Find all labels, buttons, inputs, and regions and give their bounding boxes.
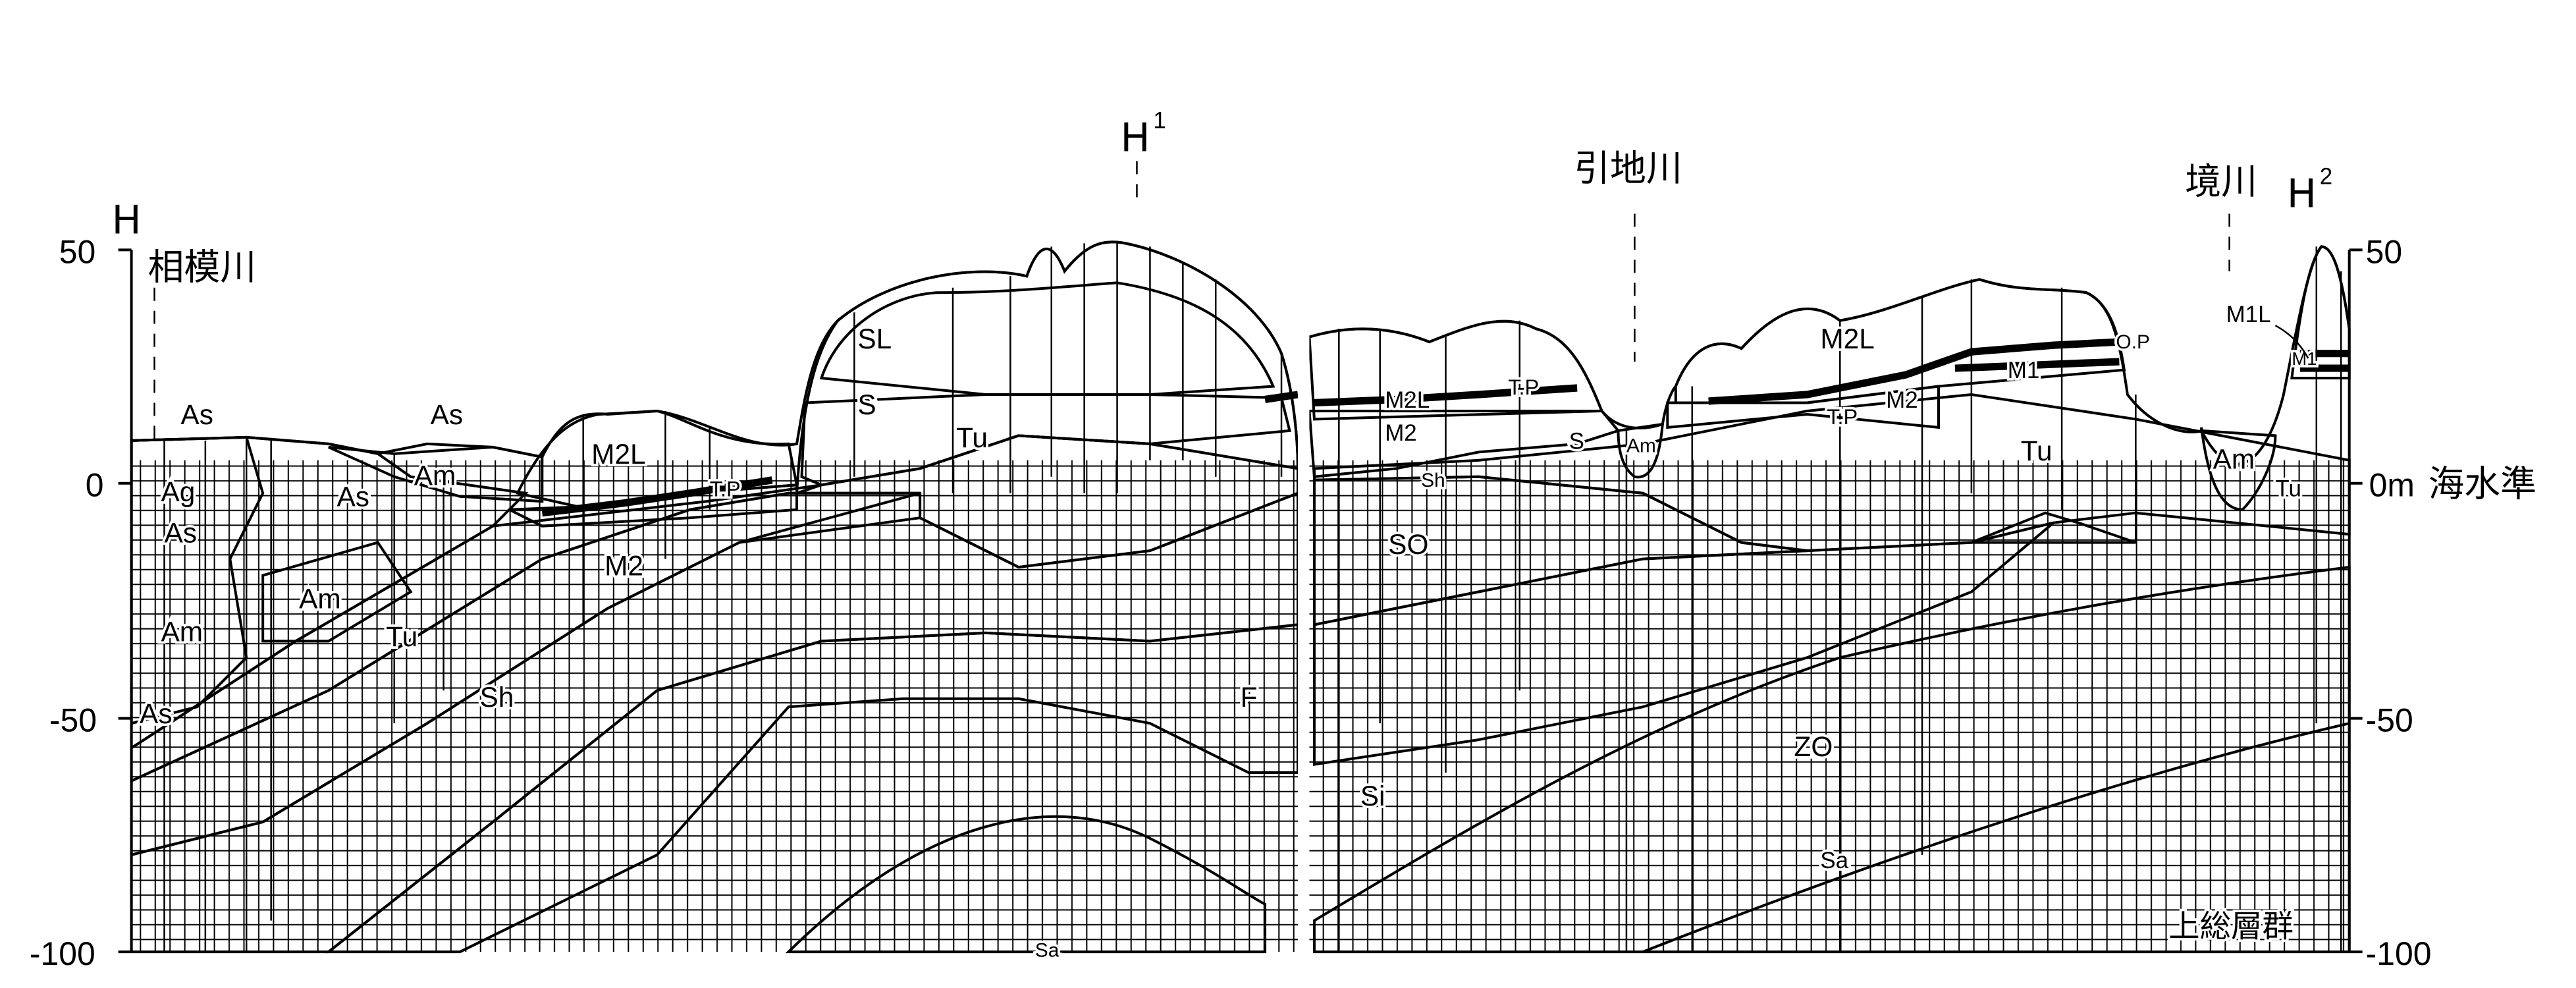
- layer-am-left2: [261, 541, 413, 643]
- layer-m2-gravel-right-2: [1666, 385, 1940, 429]
- label-tu: Tu: [386, 621, 417, 652]
- section-start-label: H: [112, 197, 142, 243]
- tp-band-right-2: [1708, 338, 2120, 405]
- layer-loam-right-2: [1674, 278, 2126, 404]
- label-tu: Tu: [956, 422, 988, 453]
- section-markers: H H 1 H 2 相模川 引地川 境川: [112, 108, 2332, 441]
- label-am: Am: [414, 460, 456, 491]
- label-tp: T.P: [710, 478, 741, 501]
- layer-am-left: [328, 445, 544, 503]
- label-sl: SL: [857, 323, 892, 354]
- axis-right-tick-m50: -50: [2366, 702, 2413, 739]
- layer-tu-left: [130, 434, 1299, 783]
- label-op: O.P: [2116, 331, 2150, 353]
- tp-band-right-1: [1314, 384, 1578, 407]
- layer-ag: [130, 435, 265, 725]
- axis-left-tick-m100: -100: [30, 935, 95, 972]
- tp-band-right-3: [1954, 358, 2120, 372]
- river-hikiji: 引地川: [1574, 148, 1682, 190]
- label-tu: Tu: [2275, 476, 2301, 502]
- label-tp: T.P: [1508, 375, 1539, 399]
- section-end-sup: 2: [2320, 164, 2332, 190]
- layer-si-right: [1309, 460, 2349, 952]
- label-as: As: [431, 399, 463, 430]
- layer-sa-left: [785, 815, 1267, 954]
- axis-right-tick-0m: 0m: [2369, 467, 2415, 504]
- label-ag: Ag: [161, 476, 196, 507]
- label-m1: M1: [2008, 358, 2040, 383]
- strata: [130, 240, 2351, 962]
- label-s: S: [1569, 428, 1584, 454]
- label-sa: Sa: [1035, 940, 1060, 962]
- label-m2: M2: [604, 551, 643, 582]
- panel-gap: [1297, 312, 1310, 962]
- axis-left-tick-m50: -50: [49, 702, 97, 739]
- label-am: Am: [299, 583, 341, 614]
- label-m2: M2: [1886, 387, 1918, 413]
- tu-bump: [1971, 511, 2137, 544]
- label-sa: Sa: [1820, 848, 1848, 873]
- label-zo: ZO: [1794, 731, 1833, 762]
- label-as: As: [164, 518, 196, 549]
- ground-surface: [131, 240, 1299, 469]
- label-as: As: [180, 399, 213, 430]
- axis-right: 50 0m 海水準 -50 -100: [2348, 233, 2536, 972]
- label-f: F: [1241, 682, 1258, 713]
- label-as: As: [140, 698, 172, 729]
- section-mid-sup: 1: [1153, 108, 1166, 134]
- label-s: S: [857, 389, 876, 420]
- label-sh: Sh: [480, 682, 514, 713]
- layer-sl: [819, 281, 1275, 396]
- label-am: Am: [2213, 443, 2255, 474]
- layer-am-right-1: [1617, 422, 1665, 479]
- layer-labels: As As Ag As As Am Am Am As Tu Sh M2L M2 …: [137, 299, 2319, 964]
- layer-loam-central: [795, 240, 1299, 495]
- sa-boundary: [1642, 722, 2350, 953]
- river-sagami: 相模川: [148, 246, 257, 288]
- label-tp: T.P: [1827, 405, 1858, 429]
- axis-right-tick-m100: -100: [2366, 935, 2432, 972]
- label-si: Si: [1360, 781, 1385, 811]
- label-m2l: M2L: [1820, 323, 1874, 354]
- section-end-label: H: [2287, 171, 2317, 217]
- label-m2l: M2L: [1385, 387, 1430, 413]
- axis-left-tick-50: 50: [59, 233, 95, 270]
- borehole-lines: [163, 243, 2342, 952]
- label-am: Am: [1626, 435, 1656, 456]
- ground-surface-right: [1308, 245, 2351, 466]
- label-m2l: M2L: [591, 439, 645, 470]
- label-as: As: [336, 481, 369, 512]
- label-tu: Tu: [2021, 435, 2053, 466]
- section-mid-label: H: [1121, 115, 1150, 161]
- axis-left: 50 0 -50 -100: [30, 233, 133, 972]
- label-am: Am: [161, 616, 203, 647]
- river-sakai: 境川: [2185, 160, 2257, 202]
- label-m2: M2: [1385, 420, 1417, 446]
- label-kazusa-group: 上総層群: [2168, 909, 2294, 945]
- axis-left-tick-0: 0: [86, 467, 104, 504]
- layer-am-right-2: [2200, 427, 2277, 511]
- layer-si: [131, 460, 1298, 952]
- label-shl: Sh: [1421, 470, 1445, 491]
- sea-level-label: 海水準: [2428, 463, 2536, 505]
- label-m1l: M1L: [2226, 302, 2271, 327]
- label-so: SO: [1388, 529, 1428, 560]
- axis-right-tick-50: 50: [2366, 233, 2402, 270]
